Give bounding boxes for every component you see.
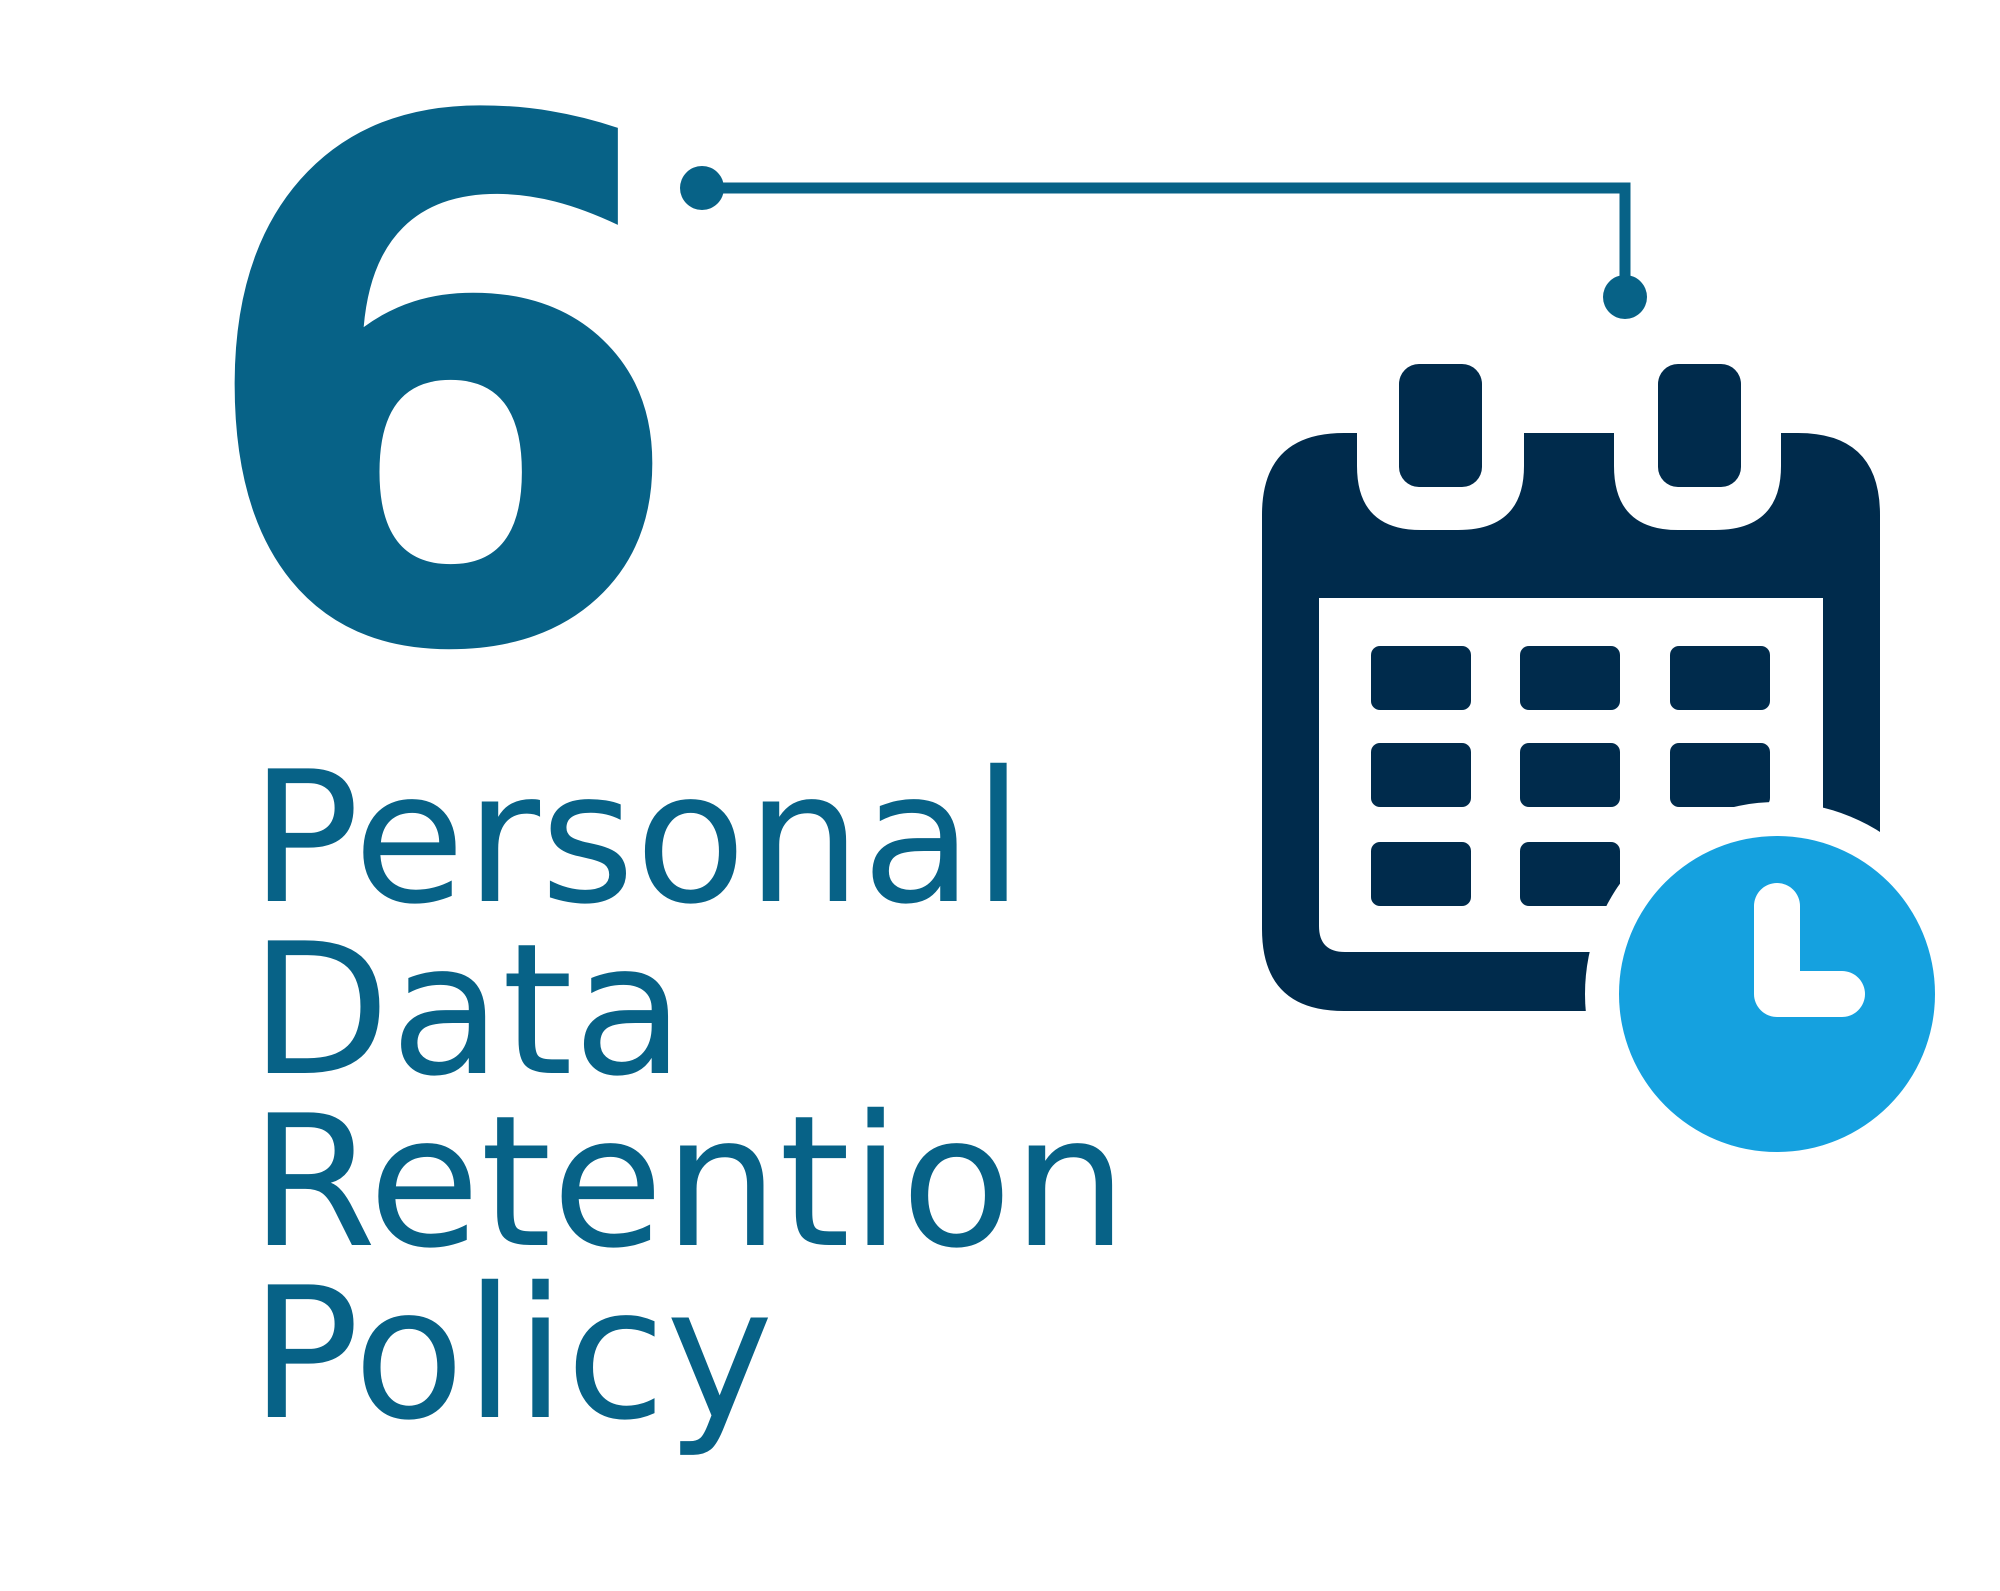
title-line-2: Data [250,904,685,1116]
title-line-1: Personal [250,732,1024,944]
title-line-3: Retention [250,1076,1128,1288]
calendar-clock-icon [1262,364,1935,1152]
title-line-4: Policy [250,1248,774,1460]
title: Personal Data Retention Policy [250,732,1128,1460]
step-number: 6 [190,0,691,809]
connector-line-icon [680,166,1647,319]
